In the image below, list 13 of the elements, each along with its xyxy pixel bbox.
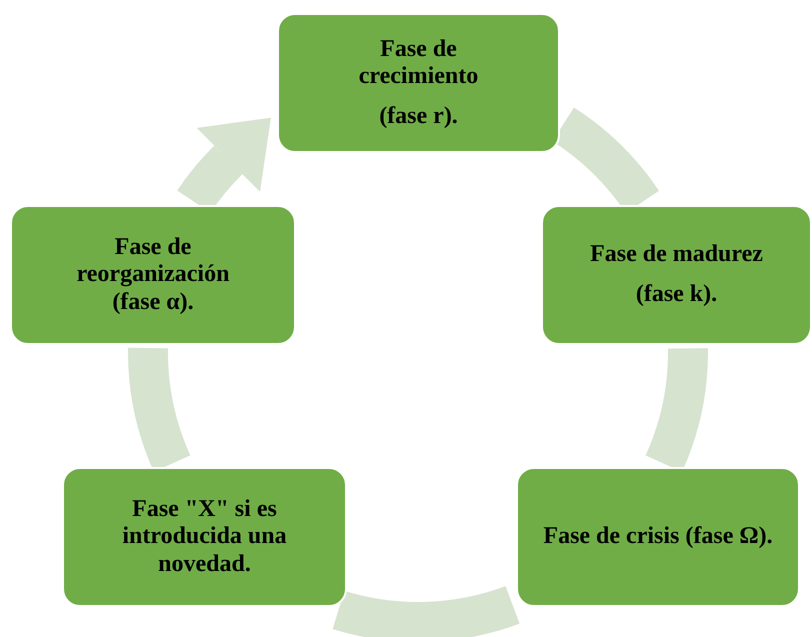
- ring-segment: [334, 586, 519, 637]
- phase-box: [10, 205, 296, 345]
- phase-box: [277, 13, 560, 153]
- phase-box: [516, 467, 800, 607]
- phase-label: Fase de reorganización (fase α).: [76, 234, 230, 316]
- phase-label: (fase r).: [379, 102, 458, 130]
- phase-label: Fase de crisis (fase Ω).: [543, 523, 773, 551]
- phase-label: Fase "X" si es introducida una novedad.: [121, 496, 288, 578]
- phase-label: Fase de madurez: [590, 241, 763, 269]
- phase-box: [62, 467, 347, 607]
- phase-label: Fase de crecimiento: [358, 36, 480, 91]
- phase-box: [541, 205, 812, 345]
- phase-label: (fase k).: [636, 281, 718, 309]
